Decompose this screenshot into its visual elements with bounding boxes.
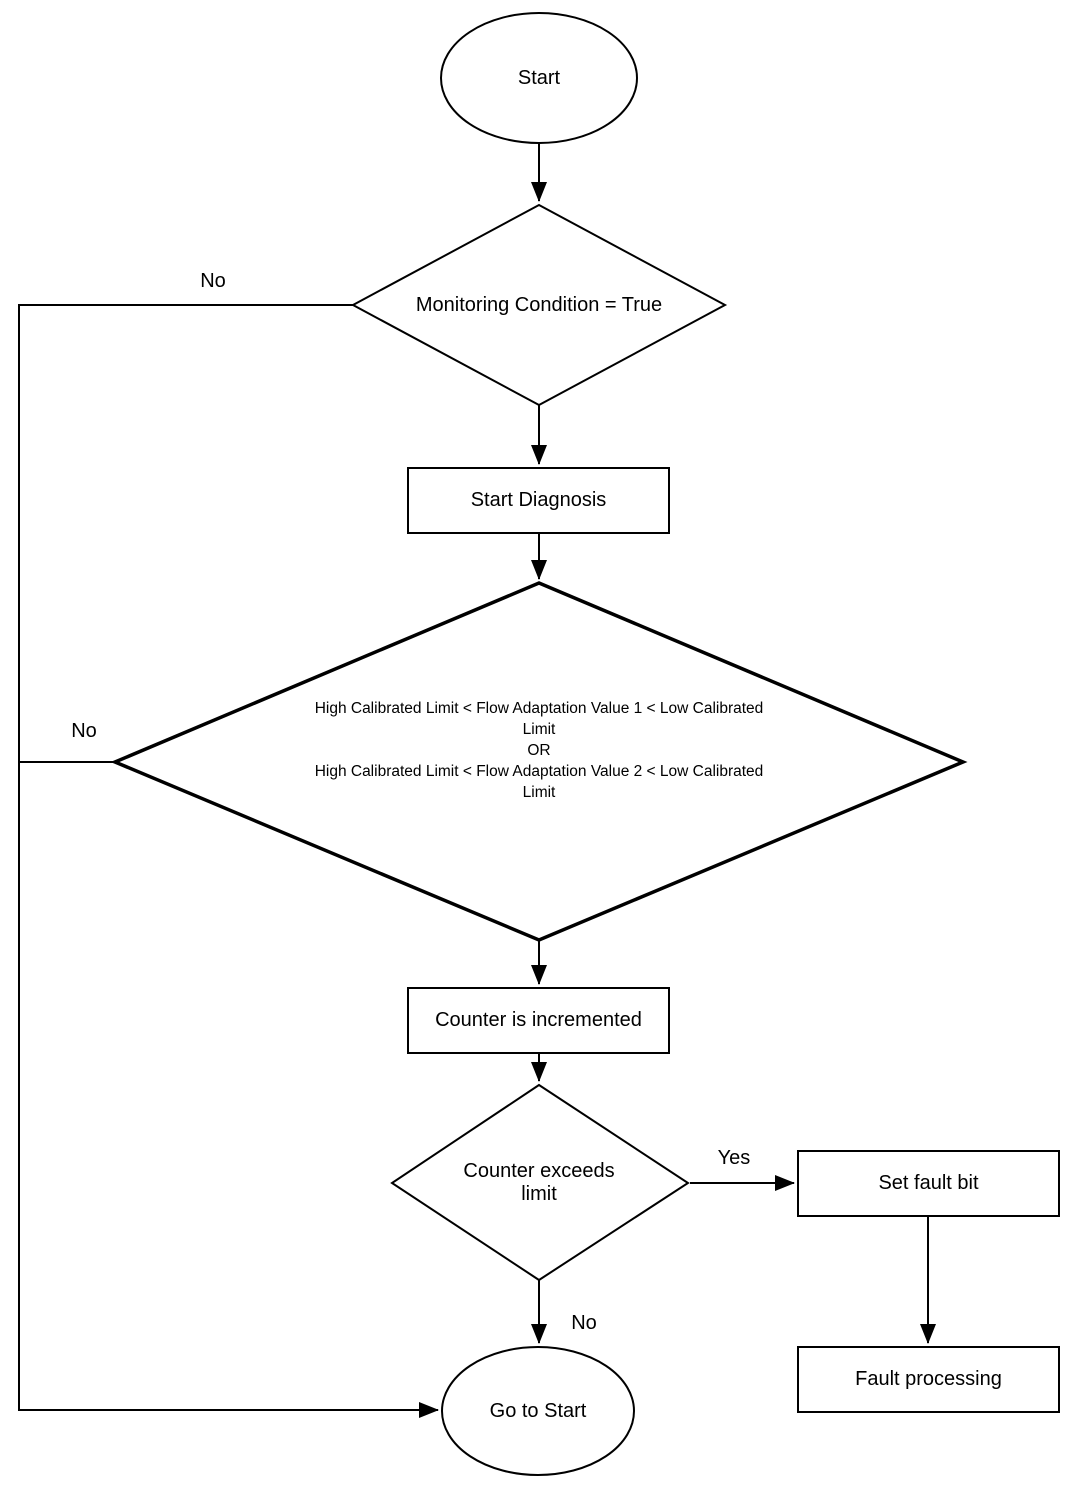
set-fault-bit-process-shape [797,1150,1060,1217]
flow-check-decision-shape [110,581,968,942]
monitoring-decision-shape [350,203,728,407]
counter-increment-process-shape [407,987,670,1054]
counter-exceeds-decision-shape [390,1083,690,1282]
goto-start-terminator-shape [441,1346,635,1476]
start-diagnosis-process-shape [407,467,670,534]
fault-processing-process-shape [797,1346,1060,1413]
start-terminator-shape [440,12,638,144]
edge-monitoring-no-return-rail [18,304,439,1418]
